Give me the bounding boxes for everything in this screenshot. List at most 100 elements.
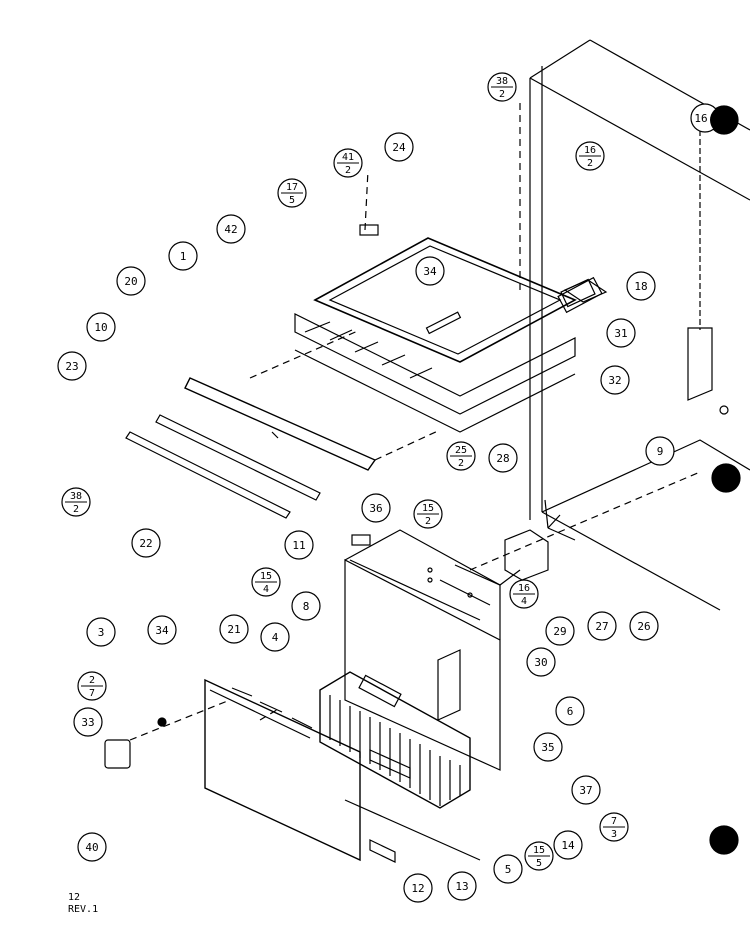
fraction-top-label: 16 (518, 583, 530, 594)
callout-label: 18 (634, 280, 647, 293)
fraction-bottom-label: 5 (536, 858, 542, 869)
callout-label: 35 (541, 741, 554, 754)
callout-9: 9 (645, 436, 675, 466)
callout-6: 6 (555, 696, 585, 726)
callout-30: 30 (526, 647, 556, 677)
fraction-callout: 73 (599, 812, 629, 842)
fraction-top-label: 2 (89, 675, 95, 686)
callout-circle (291, 591, 321, 621)
fraction-bottom-label: 2 (73, 504, 79, 515)
callout-27: 27 (587, 611, 617, 641)
callout-28: 28 (488, 443, 518, 473)
callout-label: 20 (124, 275, 137, 288)
footer-page-number: 12 (68, 892, 81, 903)
callout-circle (116, 266, 146, 296)
callout-label: 9 (657, 445, 664, 458)
fraction-bottom-label: 4 (263, 584, 269, 595)
callout-label: 32 (608, 374, 621, 387)
fraction-callout: 162 (575, 141, 605, 171)
fraction-bottom-label: 2 (425, 516, 431, 527)
callout-37: 37 (571, 775, 601, 805)
fraction-top-label: 38 (496, 76, 508, 87)
callout-14: 14 (553, 830, 583, 860)
callout-label: 36 (369, 502, 382, 515)
callout-circle (553, 830, 583, 860)
callout-label: 22 (139, 537, 152, 550)
callout-label: 34 (423, 265, 437, 278)
callout-label: 31 (614, 327, 627, 340)
callout-label: 14 (561, 839, 575, 852)
callout-label: 16 (694, 112, 707, 125)
fraction-top-label: 15 (260, 571, 272, 582)
callout-circle (415, 256, 445, 286)
callout-label: 12 (411, 882, 424, 895)
callout-8: 8 (291, 591, 321, 621)
callout-label: 27 (595, 620, 608, 633)
background-artwork (104, 39, 750, 863)
callout-label: 4 (272, 631, 279, 644)
callout-circle (403, 873, 433, 903)
callout-label: 21 (227, 623, 240, 636)
callout-circle (606, 318, 636, 348)
callout-33: 33 (73, 707, 103, 737)
fraction-bottom-label: 4 (521, 596, 527, 607)
fraction-top-label: 17 (286, 182, 298, 193)
fraction-callout: 155 (524, 841, 554, 871)
fraction-callout: 164 (509, 579, 539, 609)
callout-18: 18 (626, 271, 656, 301)
callout-31: 31 (606, 318, 636, 348)
callout-label: 30 (534, 656, 547, 669)
callout-label: 1 (180, 250, 187, 263)
callout-26: 26 (629, 611, 659, 641)
footer-revision: REV.1 (68, 904, 99, 915)
punch-hole (711, 463, 741, 493)
fraction-top-label: 38 (70, 491, 82, 502)
callout-circle (216, 214, 246, 244)
callout-circle (600, 365, 630, 395)
callout-circle (533, 732, 563, 762)
punch-hole (710, 106, 738, 134)
callout-label: 3 (98, 626, 105, 639)
callout-22: 22 (131, 528, 161, 558)
callout-circle (545, 616, 575, 646)
fraction-callout: 175 (277, 178, 307, 208)
callout-21: 21 (219, 614, 249, 644)
fraction-bottom-label: 5 (289, 195, 295, 206)
callout-circle (219, 614, 249, 644)
callout-34: 34 (415, 256, 445, 286)
fraction-bottom-label: 2 (587, 158, 593, 169)
callout-label: 33 (81, 716, 94, 729)
callout-circle (168, 241, 198, 271)
callout-label: 5 (505, 863, 512, 876)
callout-circle (86, 312, 116, 342)
callout-circle (645, 436, 675, 466)
fraction-top-label: 25 (455, 445, 467, 456)
callout-label: 42 (224, 223, 237, 236)
callout-circle (571, 775, 601, 805)
callout-label: 40 (85, 841, 98, 854)
fraction-top-label: 15 (422, 503, 434, 514)
cover-part (104, 739, 131, 769)
callout-24: 24 (384, 132, 414, 162)
callout-circle (260, 622, 290, 652)
callout-4: 4 (260, 622, 290, 652)
clip-part (359, 224, 379, 236)
fraction-bottom-label: 3 (611, 829, 617, 840)
callout-34: 34 (147, 615, 177, 645)
callout-23: 23 (57, 351, 87, 381)
fraction-callout: 412 (333, 148, 363, 178)
fraction-bottom-label: 2 (458, 458, 464, 469)
callout-label: 10 (94, 321, 107, 334)
callout-12: 12 (403, 873, 433, 903)
fraction-top-label: 15 (533, 845, 545, 856)
callout-1: 1 (168, 241, 198, 271)
callout-circle (493, 854, 523, 884)
callout-circle (77, 832, 107, 862)
callout-5: 5 (493, 854, 523, 884)
callout-circle (147, 615, 177, 645)
fraction-callout: 382 (61, 487, 91, 517)
callout-42: 42 (216, 214, 246, 244)
callout-10: 10 (86, 312, 116, 342)
